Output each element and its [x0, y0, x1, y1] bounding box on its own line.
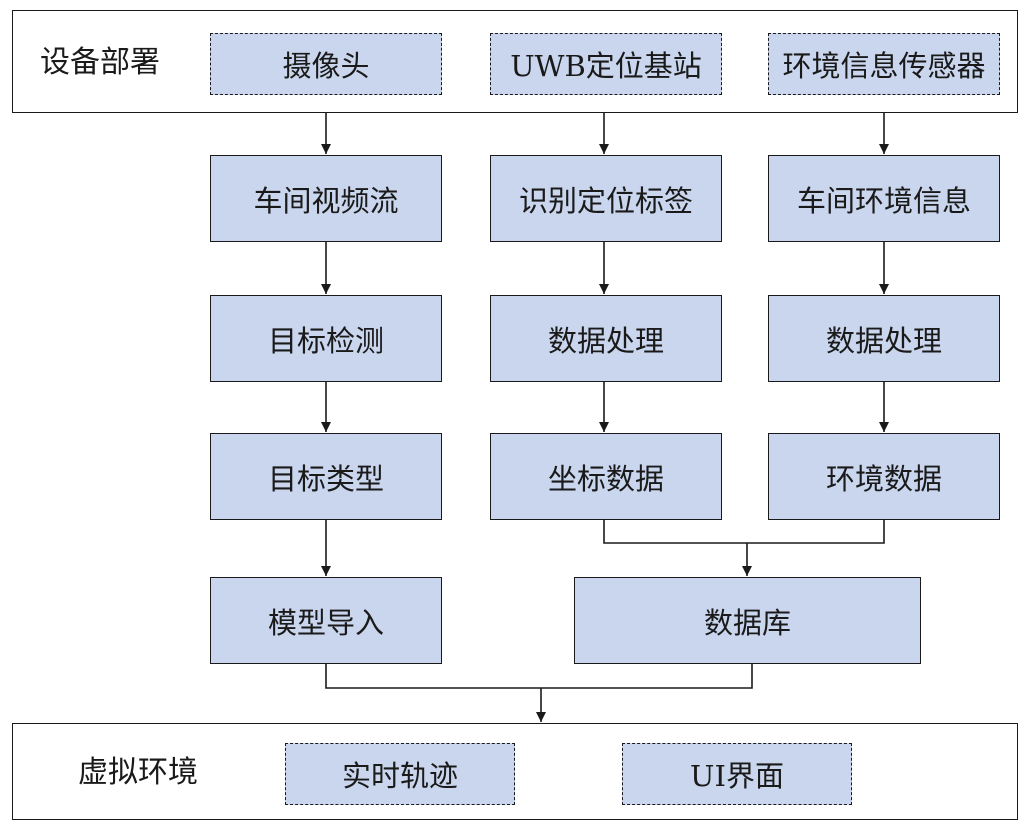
step-data-processing-uwb: 数据处理 — [490, 295, 722, 382]
output-ui-interface: UI界面 — [622, 743, 852, 805]
device-camera: 摄像头 — [210, 33, 442, 95]
virtual-environment-label: 虚拟环境 — [78, 755, 198, 790]
step-coordinate-data: 坐标数据 — [490, 433, 722, 520]
device-uwb-base-station: UWB定位基站 — [490, 33, 722, 95]
step-identify-location-tag: 识别定位标签 — [490, 155, 722, 242]
merge-line-to-database — [603, 520, 885, 544]
device-environment-sensor: 环境信息传感器 — [768, 33, 1000, 95]
step-object-detection: 目标检测 — [210, 295, 442, 382]
step-object-type: 目标类型 — [210, 433, 442, 520]
output-realtime-trajectory: 实时轨迹 — [285, 743, 515, 805]
step-model-import: 模型导入 — [210, 577, 442, 664]
database-box: 数据库 — [574, 577, 921, 664]
step-data-processing-env: 数据处理 — [768, 295, 1000, 382]
step-workshop-video-stream: 车间视频流 — [210, 155, 442, 242]
merge-line-to-virtual-env — [325, 664, 753, 689]
device-deployment-label: 设备部署 — [40, 45, 160, 80]
step-workshop-environment-info: 车间环境信息 — [768, 155, 1000, 242]
step-environment-data: 环境数据 — [768, 433, 1000, 520]
